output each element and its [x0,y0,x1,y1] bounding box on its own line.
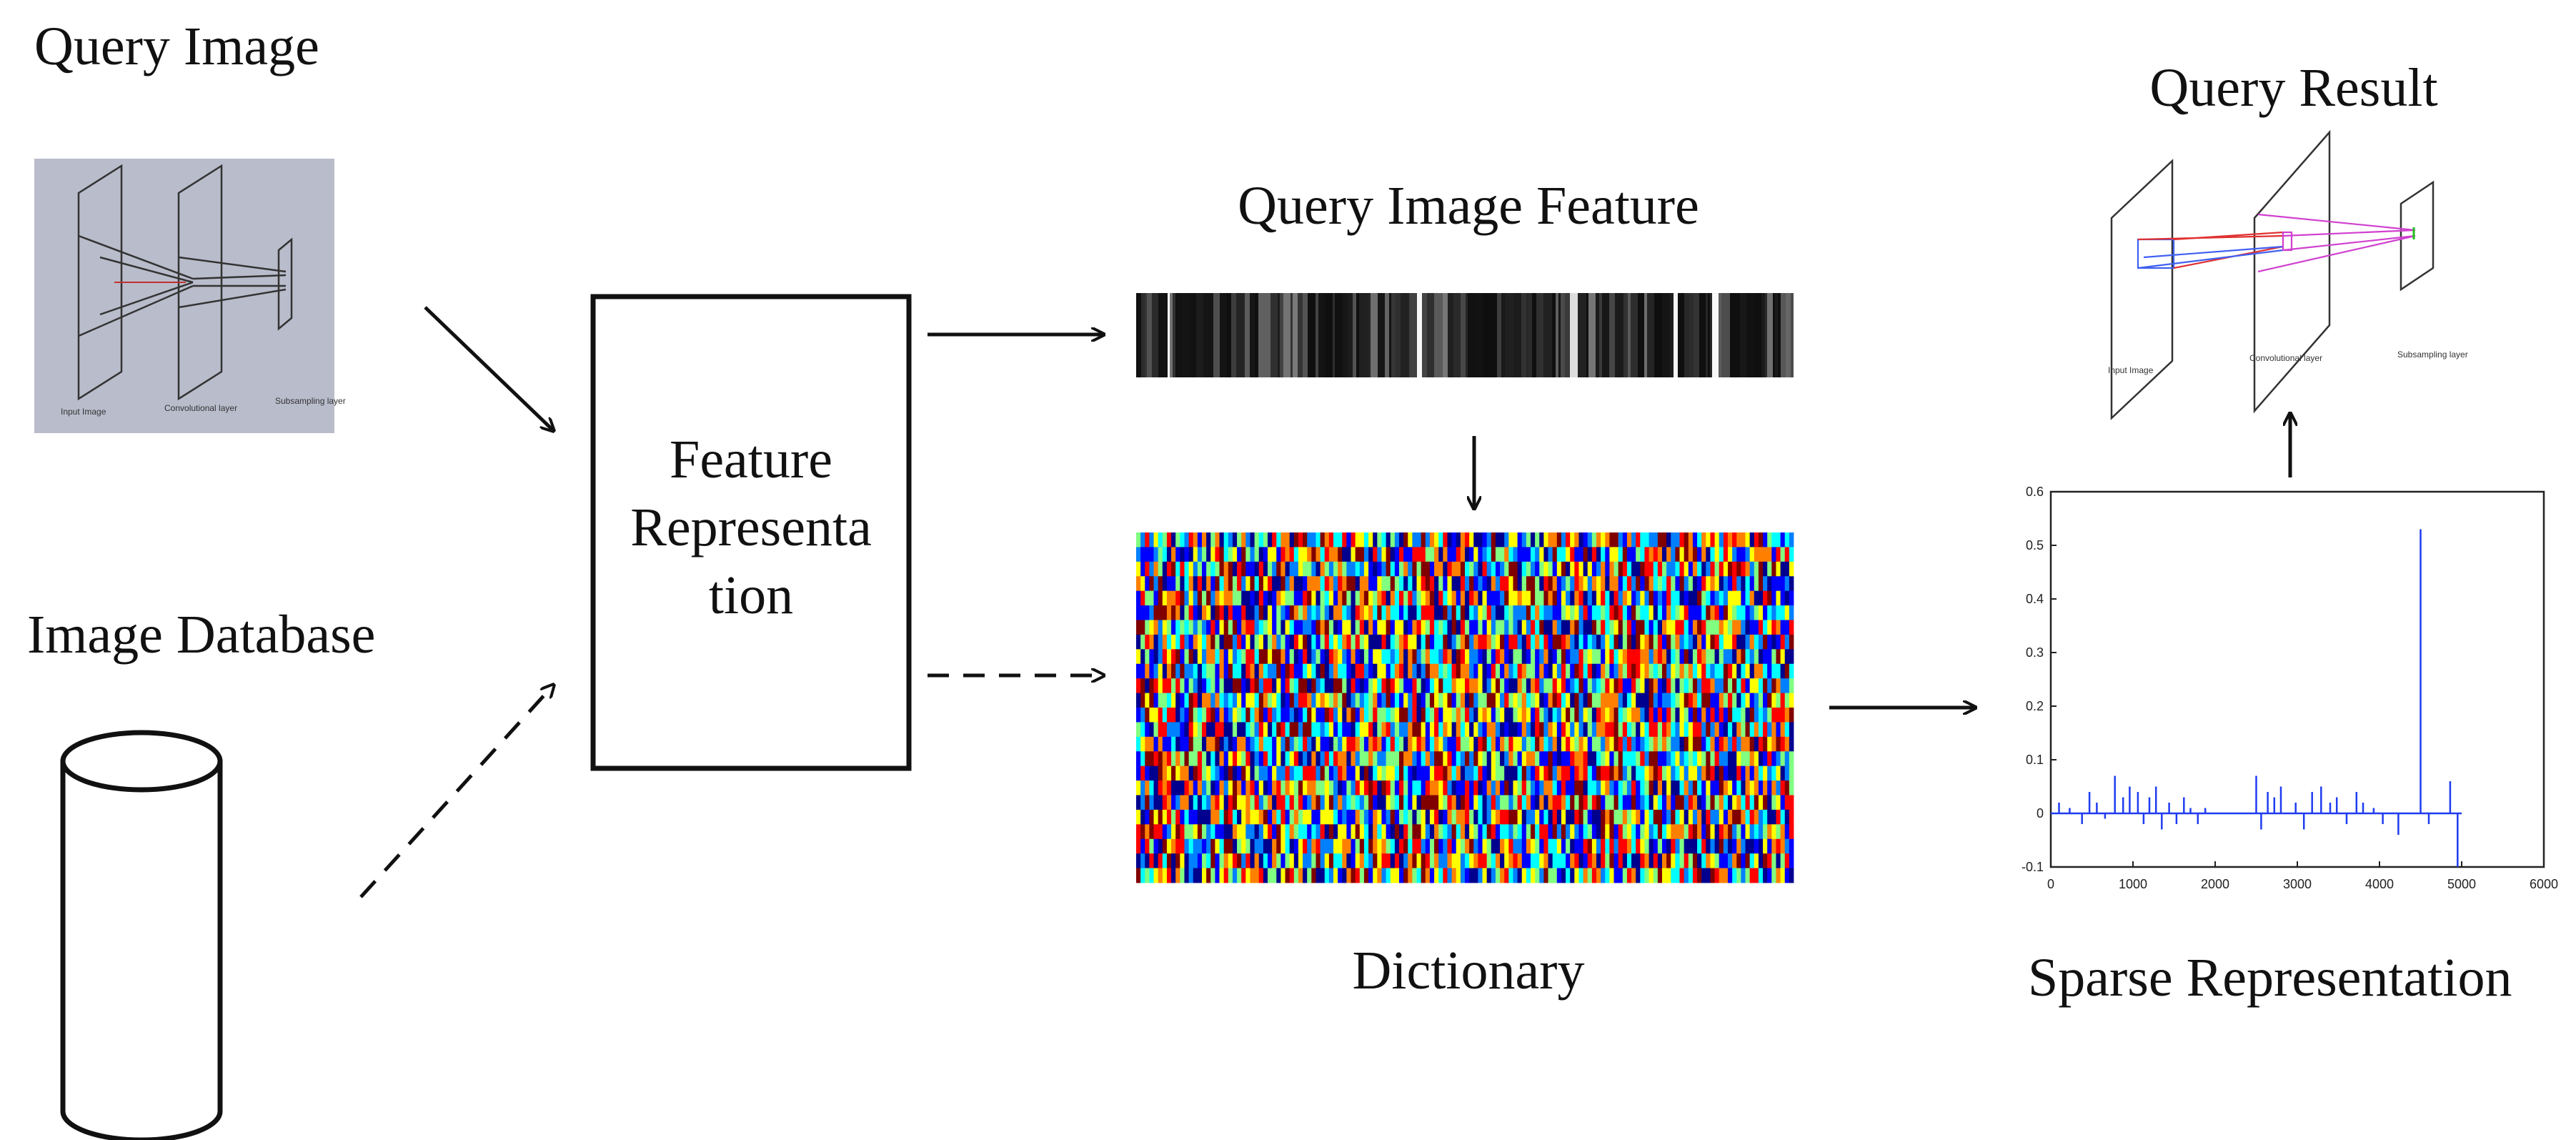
query-result-thumbnail: Input Image Convolutional layer Subsampl… [2108,129,2468,420]
arrow-query-to-feature [424,306,554,431]
x-tick-label: 2000 [2201,877,2229,891]
query-image-label: Query Image [34,16,319,76]
x-tick-label: 6000 [2530,877,2558,891]
feature-representation-box [590,294,912,771]
svg-text:Convolutional layer: Convolutional layer [2249,353,2322,363]
sparse-representation-plot: 0 1000 2000 3000 4000 5000 6000 0.6 0.5 0.4 0.3 0.2… [2021,485,2558,891]
y-tick-label: 0.1 [2026,753,2044,767]
x-tick-label: 1000 [2119,877,2147,891]
sparse-series-line [2051,529,2462,867]
dictionary-label: Dictionary [1352,941,1585,1001]
svg-text:Input Image: Input Image [2108,365,2154,375]
query-image-feature-strip [1136,293,1794,377]
x-tick-label: 3000 [2283,877,2312,891]
svg-text:Subsampling layer: Subsampling layer [2397,350,2468,360]
y-tick-label: -0.1 [2021,860,2044,874]
feature-representation-line2: Representa [630,497,872,557]
sparse-representation-label: Sparse Representation [2028,948,2512,1008]
database-cylinder-icon [60,730,223,1140]
plot-frame [2049,490,2545,868]
arrow-database-to-feature [359,685,554,898]
x-tick-label: 4000 [2365,877,2394,891]
y-tick-label: 0.3 [2026,645,2044,660]
query-image-thumbnail: Input Image Convolutional layer Subsampl… [34,159,346,433]
feature-representation-line3: tion [708,565,794,625]
y-tick-label: 0.6 [2026,485,2044,499]
y-tick-label: 0 [2037,806,2044,821]
x-tick-label: 0 [2047,877,2054,891]
image-database-label: Image Database [27,605,376,665]
y-tick-label: 0.5 [2026,538,2044,552]
x-tick-label: 5000 [2447,877,2476,891]
y-tick-label: 0.2 [2026,699,2044,713]
feature-representation-line1: Feature [670,430,832,490]
svg-text:Convolutional layer: Convolutional layer [164,403,237,413]
query-result-label: Query Result [2149,58,2438,118]
svg-text:Subsampling layer: Subsampling layer [275,396,346,406]
y-tick-label: 0.4 [2026,592,2044,606]
query-image-feature-label: Query Image Feature [1238,176,1699,236]
svg-text:Input Image: Input Image [61,407,106,417]
dictionary-heatmap [1136,532,1794,883]
